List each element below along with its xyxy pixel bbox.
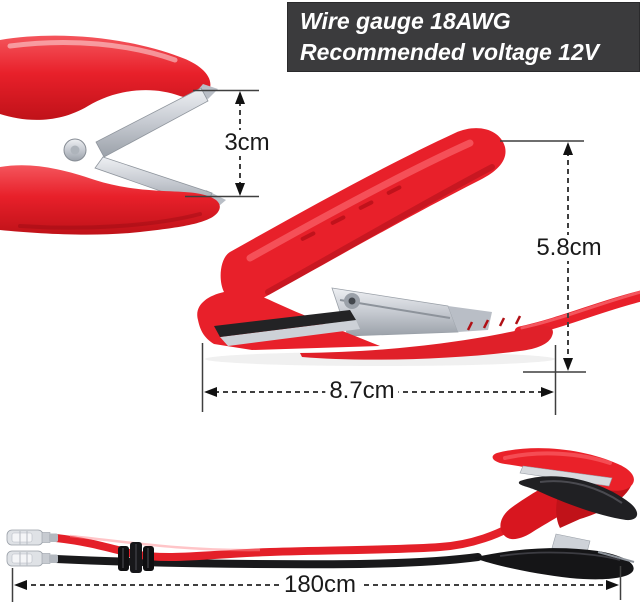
shading	[18, 212, 202, 230]
dimension-cable-length	[11, 566, 622, 602]
spade-terminal-black	[6, 550, 58, 567]
metal-jaw	[519, 465, 613, 487]
handle-vent-slots	[300, 185, 402, 241]
highlight	[7, 39, 178, 63]
dimension-jaw-opening	[185, 89, 259, 198]
spec-line-wire-gauge: Wire gauge 18AWG	[300, 8, 511, 34]
spec-box: Wire gauge 18AWG Recommended voltage 12V	[287, 2, 640, 72]
red-clip-lower-arm	[0, 165, 220, 235]
metal-jaw-plate	[220, 320, 360, 346]
dimension-label-cable-length: 180cm	[279, 572, 361, 598]
metal-teeth	[597, 551, 635, 563]
cable-holder	[118, 542, 154, 573]
dimension-clip-height	[500, 140, 586, 373]
jaw-gap	[214, 310, 356, 337]
highlight	[503, 451, 612, 465]
metal-pivot-tab	[448, 306, 492, 332]
black-clip-upper-jaw	[518, 476, 638, 521]
pivot-rivet-center	[70, 145, 80, 155]
red-clip-front-view-image	[0, 35, 226, 235]
handle-highlight	[246, 139, 474, 262]
red-wire-highlight	[520, 290, 640, 330]
handle-shading	[265, 164, 495, 295]
dimension-label-clip-length: 8.7cm	[325, 378, 399, 404]
spec-line-voltage: Recommended voltage 12V	[300, 39, 600, 65]
red-clip-side-view-image	[197, 128, 640, 366]
cable-assembly-image	[6, 448, 638, 580]
black-clip-image	[474, 476, 638, 580]
highlight	[539, 480, 623, 504]
highlight	[499, 551, 621, 561]
red-wire-highlight	[69, 534, 261, 552]
spade-terminal-red	[6, 529, 58, 546]
clip-tail	[300, 325, 553, 360]
pivot-rivet-center	[348, 297, 356, 305]
red-clip-upper-arm	[0, 35, 211, 120]
clip-handle	[220, 128, 506, 304]
tail-ribs	[466, 315, 522, 331]
metal-jaw-upper	[95, 87, 209, 158]
metal-jaw-tip-upper	[196, 84, 218, 99]
dimension-label-jaw-opening: 3cm	[220, 130, 274, 156]
dimension-label-clip-height: 5.8cm	[532, 235, 606, 261]
